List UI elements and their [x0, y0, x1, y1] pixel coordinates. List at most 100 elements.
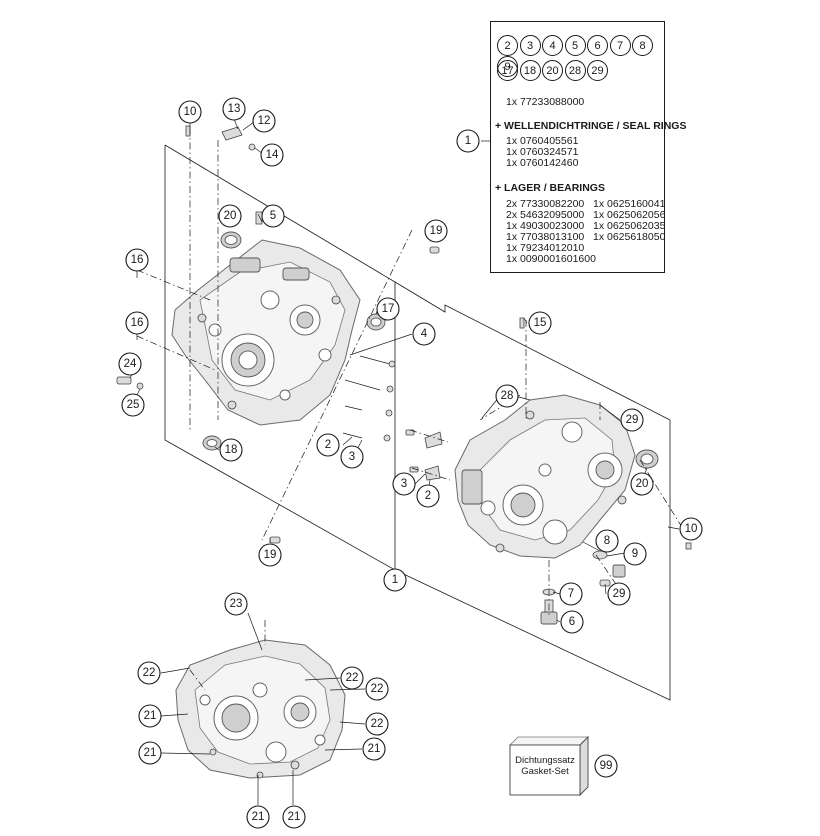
bearing-item: 2x 77330082200: [506, 198, 585, 210]
lower-assembly-view: [175, 639, 346, 779]
callout-label: 6: [569, 616, 575, 628]
kit-item-badge[interactable]: 7: [609, 35, 631, 56]
seal-ring-item: 1x 0760405561: [506, 135, 579, 147]
kit-item-badge[interactable]: 29: [587, 60, 608, 81]
callout-label: 14: [266, 149, 279, 161]
right-crankcase-half: [454, 394, 636, 559]
callout-14[interactable]: 14: [260, 143, 284, 167]
gasket-label-en: Gasket-Set: [521, 766, 569, 777]
callout-22-c[interactable]: 22: [365, 677, 389, 701]
callout-label: 5: [270, 210, 276, 222]
callout-5[interactable]: 5: [261, 204, 285, 228]
callout-3-right[interactable]: 3: [392, 472, 416, 496]
callout-20-right[interactable]: 20: [630, 472, 654, 496]
bearing-item: 2x 54632095000: [506, 209, 585, 221]
callout-1-kit[interactable]: 1: [456, 129, 480, 153]
kit-item-badge[interactable]: 6: [587, 35, 608, 56]
seal-rings-header: + WELLENDICHTRINGE / SEAL RINGS: [495, 120, 687, 132]
right-crankcase-frame: [394, 281, 671, 701]
callout-label: 29: [626, 414, 639, 426]
bearing-item: 1x 79234012010: [506, 242, 585, 254]
callout-3-left[interactable]: 3: [340, 445, 364, 469]
callout-24[interactable]: 24: [118, 352, 142, 376]
callout-label: 10: [184, 106, 197, 118]
callout-17[interactable]: 17: [376, 297, 400, 321]
callout-18[interactable]: 18: [219, 438, 243, 462]
callout-9[interactable]: 9: [623, 542, 647, 566]
callout-label: 22: [371, 718, 384, 730]
bearing-item: 1x 0625618050: [593, 231, 666, 243]
callout-12[interactable]: 12: [252, 109, 276, 133]
callout-label: 15: [534, 317, 547, 329]
callout-label: 9: [632, 548, 638, 560]
kit-item-badge[interactable]: 3: [519, 35, 541, 56]
callout-2-right[interactable]: 2: [416, 484, 440, 508]
callout-21-e[interactable]: 21: [282, 805, 306, 829]
bearing-item: 1x 0625160041: [593, 198, 666, 210]
callout-label: 17: [382, 303, 395, 315]
callout-label: 28: [501, 390, 514, 402]
callout-29-top[interactable]: 29: [620, 408, 644, 432]
callout-8[interactable]: 8: [595, 529, 619, 553]
callout-label: 19: [264, 549, 277, 561]
callout-13[interactable]: 13: [222, 97, 246, 121]
callout-15[interactable]: 15: [528, 311, 552, 335]
bearing-item: 1x 49030023000: [506, 220, 585, 232]
bearing-item: 1x 0625062056: [593, 209, 666, 221]
bearing-20-left: [220, 231, 242, 249]
callout-16-b[interactable]: 16: [125, 311, 149, 335]
seal-ring-item: 1x 0760142460: [506, 157, 579, 169]
callout-21-b[interactable]: 21: [138, 741, 162, 765]
callout-22-a[interactable]: 22: [137, 661, 161, 685]
callout-label: 25: [127, 399, 140, 411]
left-crankcase-half: [171, 239, 361, 426]
callout-2-left[interactable]: 2: [316, 433, 340, 457]
callout-1-main[interactable]: 1: [383, 568, 407, 592]
callout-10-right[interactable]: 10: [679, 517, 703, 541]
callout-6[interactable]: 6: [560, 610, 584, 634]
seal-ring-item: 1x 0760324571: [506, 146, 579, 158]
callout-23[interactable]: 23: [224, 592, 248, 616]
callout-label: 1: [465, 135, 471, 147]
callout-21-d[interactable]: 21: [246, 805, 270, 829]
callout-28[interactable]: 28: [495, 384, 519, 408]
kit-item-badge[interactable]: 28: [564, 60, 586, 81]
kit-item-badge[interactable]: 8: [632, 35, 653, 56]
kit-item-badge[interactable]: 4: [542, 35, 563, 56]
callout-22-b[interactable]: 22: [340, 666, 364, 690]
callout-7[interactable]: 7: [559, 582, 583, 606]
callout-label: 16: [131, 254, 144, 266]
callout-99[interactable]: 99: [594, 754, 618, 778]
callout-25[interactable]: 25: [121, 393, 145, 417]
callout-label: 99: [600, 760, 613, 772]
callout-label: 21: [144, 710, 157, 722]
callout-label: 22: [346, 672, 359, 684]
callout-29-bottom[interactable]: 29: [607, 582, 631, 606]
callout-10-top[interactable]: 10: [178, 100, 202, 124]
kit-item-badge[interactable]: 17: [497, 60, 518, 81]
kit-item-badge[interactable]: 5: [564, 35, 586, 56]
bearing-20-right: [635, 449, 659, 469]
kit-item-badge[interactable]: 2: [497, 35, 518, 56]
kit-item-badge[interactable]: 18: [519, 60, 541, 81]
screws-2-3-right: [405, 429, 443, 481]
callout-label: 13: [228, 103, 241, 115]
kit-item-badge[interactable]: 20: [542, 60, 563, 81]
screw-8-9: [592, 550, 626, 578]
callout-16-a[interactable]: 16: [125, 248, 149, 272]
gasket-set-label: Dichtungssatz Gasket-Set: [511, 755, 579, 777]
callout-20-left[interactable]: 20: [218, 204, 242, 228]
callout-21-a[interactable]: 21: [138, 704, 162, 728]
callout-22-d[interactable]: 22: [365, 712, 389, 736]
callout-label: 21: [368, 743, 381, 755]
callout-19-bottom[interactable]: 19: [258, 543, 282, 567]
callout-label: 1: [392, 574, 398, 586]
callout-label: 19: [430, 225, 443, 237]
gasket-set-box-graphic: [509, 735, 589, 797]
callout-19-top[interactable]: 19: [424, 219, 448, 243]
callout-label: 10: [685, 523, 698, 535]
callout-4[interactable]: 4: [412, 322, 436, 346]
callout-21-c[interactable]: 21: [362, 737, 386, 761]
